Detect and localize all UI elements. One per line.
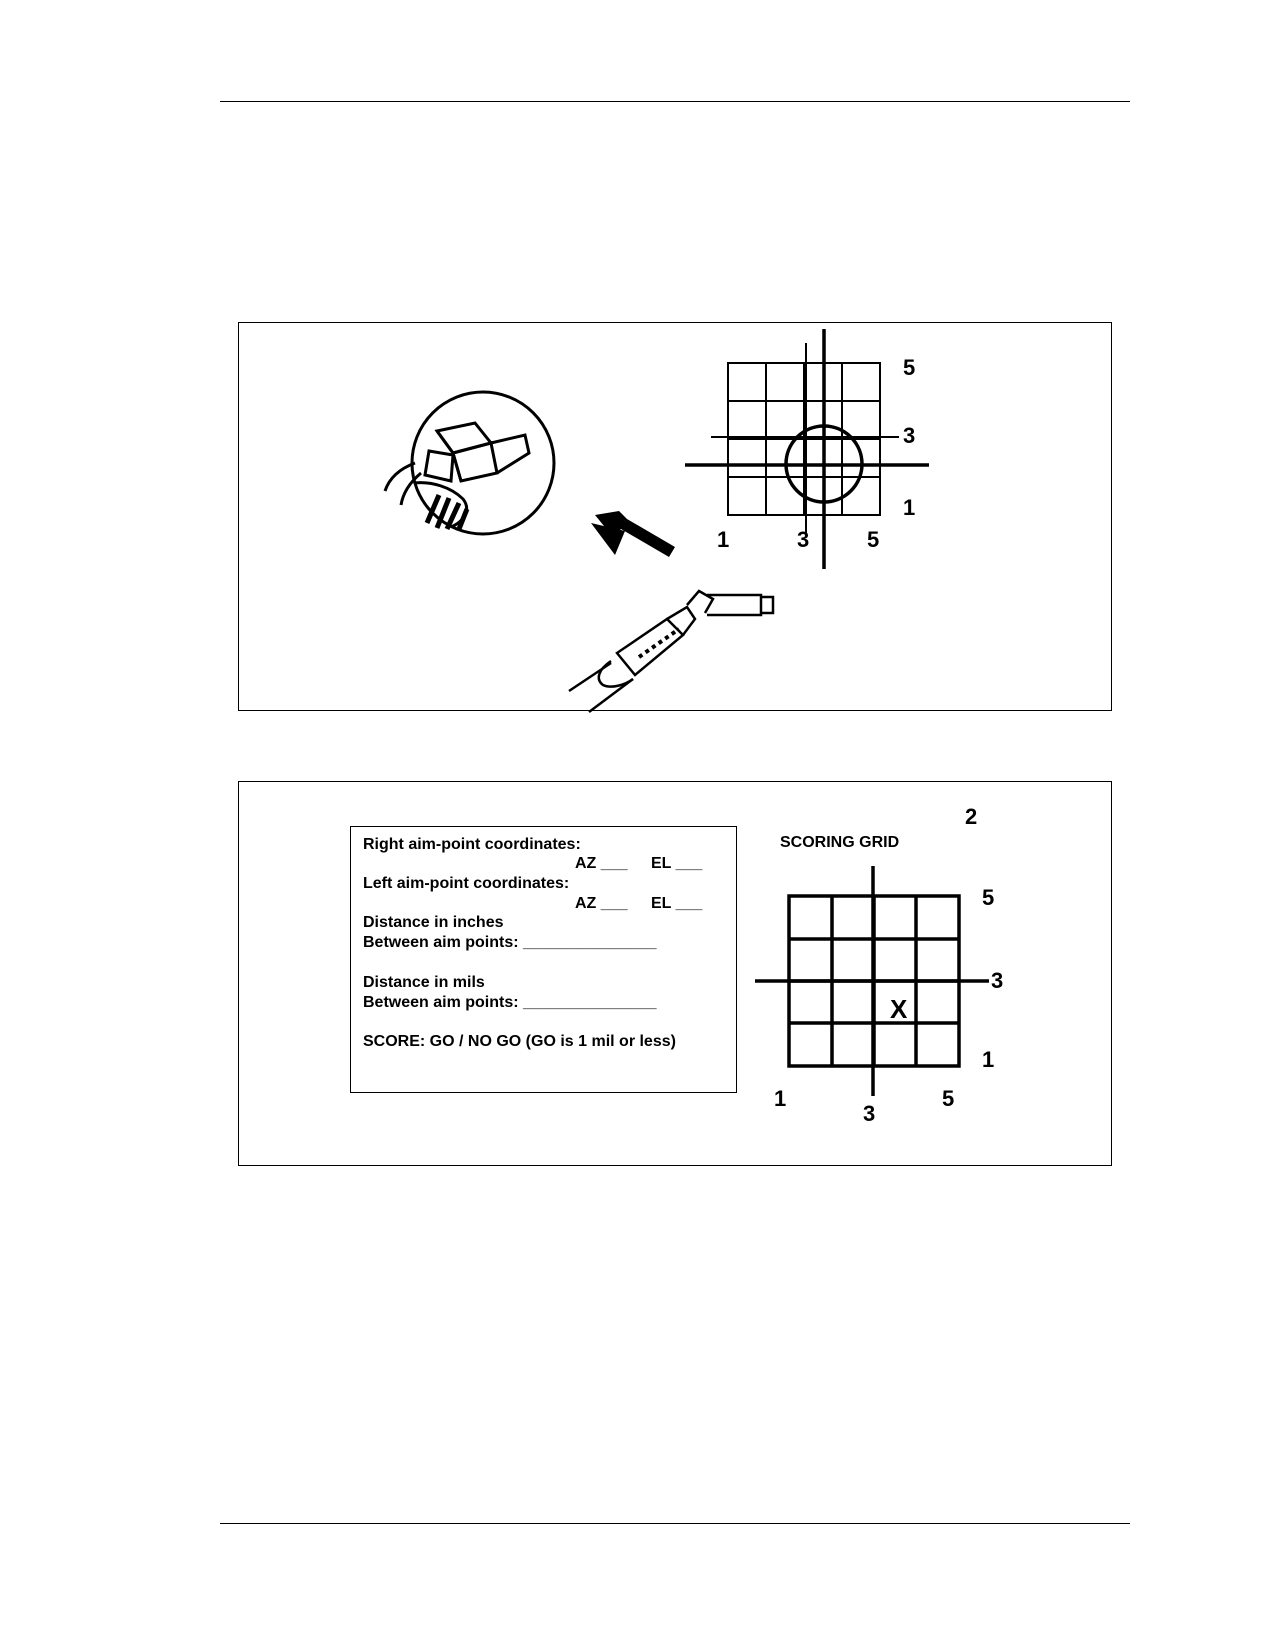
inches-between-field: Between aim points: _______________ [363,934,657,951]
scoring-label-right-1: 1 [982,1047,995,1072]
scoring-label-bottom-3: 3 [863,1101,876,1126]
mils-label: Distance in mils [363,974,485,991]
arrow-icon [591,511,675,557]
magnified-view-icon [383,390,556,536]
grid-label-right-1: 1 [903,495,916,520]
left-coords-label: Left aim-point coordinates: [363,875,570,892]
panel-number: 2 [965,804,978,829]
left-az-field: AZ ___ [575,895,628,912]
boresight-illustration [383,329,929,713]
right-az-field: AZ ___ [575,855,628,872]
left-el-field: EL ___ [651,895,703,912]
right-el-field: EL ___ [651,855,703,872]
aim-grid [685,329,929,569]
figure-panel-scoring: 2 Right aim-point coordinates: AZ ___ EL… [238,781,1112,1166]
grid-label-bottom-3: 3 [797,527,810,552]
grid-label-bottom-5: 5 [867,527,880,552]
boresight-telescope-icon [568,589,775,713]
scoring-grid-mark: X [890,994,908,1024]
inches-label: Distance in inches [363,914,504,931]
scoring-label-bottom-5: 5 [942,1086,955,1111]
grid-label-right-3: 3 [903,423,916,448]
scoring-label-right-5: 5 [982,885,995,910]
right-coords-label: Right aim-point coordinates: [363,836,581,853]
grid-label-right-5: 5 [903,355,916,380]
footer-rule [220,1523,1130,1524]
scoring-label-bottom-1: 1 [774,1086,787,1111]
scoring-grid-title: SCORING GRID [780,834,900,851]
scoring-label-right-3: 3 [991,968,1004,993]
scoring-grid [755,866,989,1096]
header-rule [220,101,1130,102]
grid-label-bottom-1: 1 [717,527,730,552]
score-line: SCORE: GO / NO GO (GO is 1 mil or less) [363,1033,676,1050]
mils-between-field: Between aim points: _______________ [363,994,657,1011]
figure-panel-boresight: 5 3 1 1 3 5 [238,322,1112,713]
scoring-form: Right aim-point coordinates: AZ ___ EL _… [350,826,737,1093]
